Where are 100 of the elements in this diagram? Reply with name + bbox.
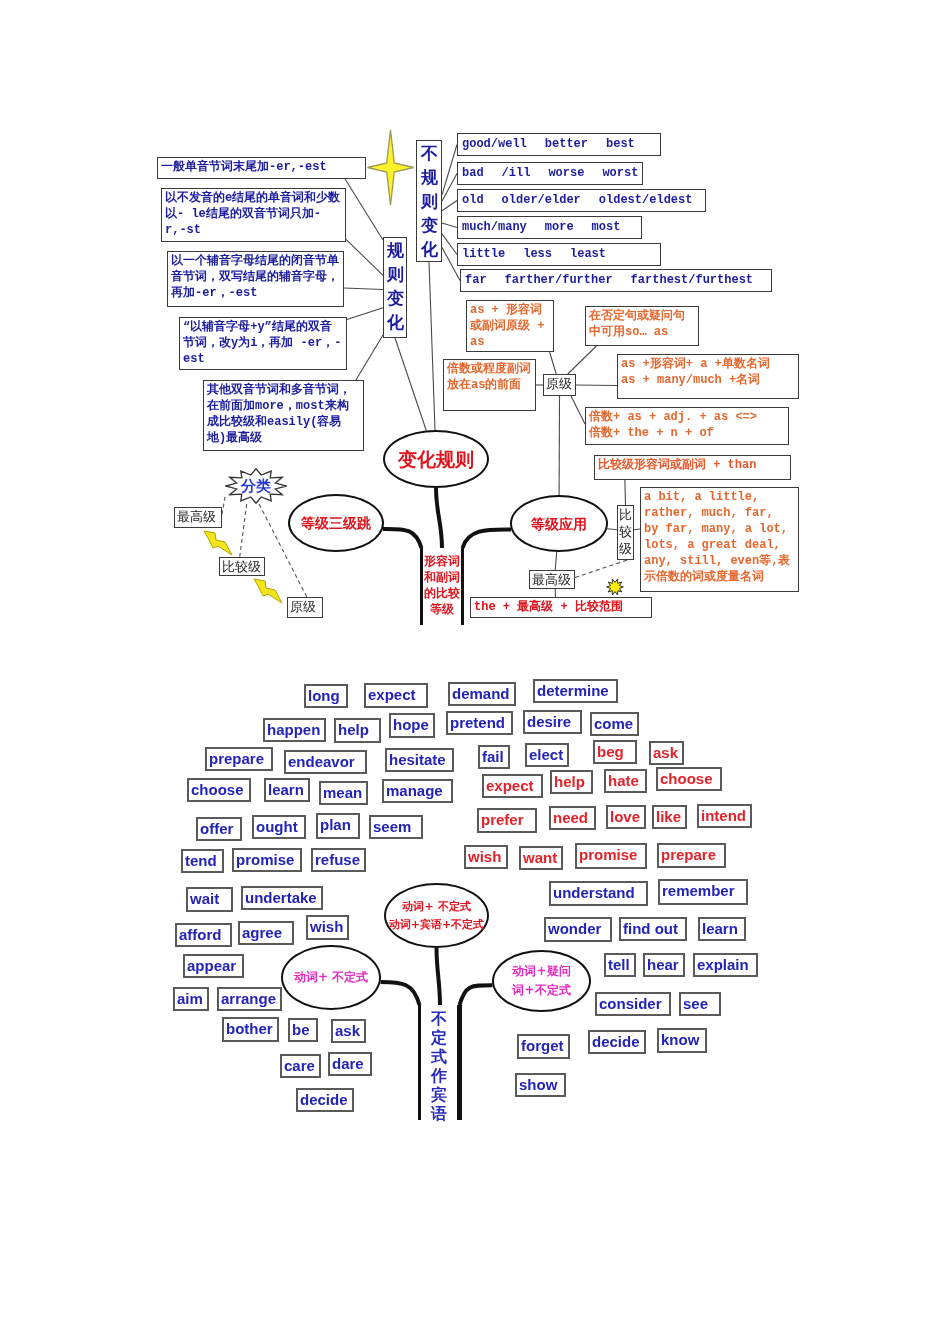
verb-box: want [519, 846, 564, 870]
topic-ellipse: 等级应用 [510, 495, 608, 552]
verb-box: offer [196, 817, 242, 841]
connector-line [441, 199, 458, 212]
verb-box: desire [523, 710, 582, 734]
tree-branch [460, 527, 512, 549]
usage-box [617, 354, 799, 399]
verb-box: understand [549, 881, 648, 906]
connector-line [355, 334, 384, 381]
verb-box: care [280, 1054, 321, 1078]
vertical-label-box: 规则变化 [383, 237, 407, 338]
verb-box: happen [263, 718, 327, 742]
connector-line [441, 172, 458, 202]
tree-trunk: 不定式作宾语 [418, 1005, 462, 1120]
verb-box: beg [593, 740, 637, 764]
vertical-label-box: 比较级 [617, 505, 634, 560]
verb-box: refuse [311, 848, 367, 872]
usage-box: 倍数或程度副词放在as的前面 [443, 359, 536, 411]
verb-box: tend [181, 849, 224, 873]
connector-line [575, 384, 618, 387]
usage-box: as + 形容词或副词原级 + as [466, 300, 554, 352]
connector-line [343, 287, 384, 291]
verb-box: prepare [205, 747, 273, 771]
connector-line [633, 528, 641, 531]
star-shape [367, 129, 414, 206]
burst-shape: 分类 [225, 468, 287, 504]
connector-line [558, 395, 561, 496]
verb-box: determine [533, 679, 618, 703]
formula-text: as +形容词+ a +单数名词 [621, 356, 771, 372]
verb-box: aim [173, 987, 209, 1011]
verb-box: afford [175, 923, 232, 947]
topic-ellipse: 等级三级跳 [288, 494, 384, 552]
formula-text: 倍数+ as + adj. + as <=> [589, 409, 759, 425]
verb-box: hope [389, 713, 435, 738]
verb-box: mean [319, 781, 369, 805]
connector-line [441, 233, 458, 256]
forms-box: much/many more most [457, 216, 642, 239]
connector-line [394, 337, 427, 432]
verb-box: pretend [446, 711, 513, 735]
verb-box: demand [448, 682, 516, 706]
verb-box: decide [296, 1088, 354, 1112]
verb-box: agree [238, 921, 294, 945]
verb-box: ask [331, 1019, 367, 1043]
vertical-label-box: 不规则变化 [416, 140, 442, 262]
connector-line [345, 238, 384, 276]
verb-box: expect [364, 683, 428, 708]
dashed-line [221, 496, 226, 515]
formula-text: 倍数+ the + n + of [589, 425, 715, 441]
forms-box: good/well better best [457, 133, 661, 156]
degree-box: 比较级 [219, 557, 265, 576]
verb-box: ought [252, 815, 306, 839]
connector-line [428, 261, 436, 431]
connector-line [549, 351, 557, 375]
connector-line [441, 222, 458, 229]
dashed-line [258, 503, 308, 598]
connector-line [624, 479, 627, 506]
verb-box: promise [575, 843, 647, 869]
degree-box: 最高级 [174, 507, 222, 528]
verb-box: come [590, 712, 640, 736]
verb-box: tell [604, 953, 636, 977]
connector-line [606, 528, 618, 531]
verb-box: like [652, 805, 688, 829]
dashed-line [239, 503, 248, 558]
verb-box: dare [328, 1052, 372, 1076]
verb-box: learn [264, 778, 310, 802]
verb-box: forget [517, 1034, 570, 1059]
verb-box: wait [186, 887, 233, 912]
verb-box: arrange [217, 987, 283, 1011]
ellipse-text: 动词+ 不定式 [402, 898, 471, 915]
verb-box: remember [658, 879, 748, 905]
tree-trunk: 形容词和副词的比较等级 [420, 548, 464, 625]
verb-box: appear [183, 954, 244, 978]
verb-box: intend [697, 804, 752, 828]
verb-box: see [679, 992, 721, 1016]
verb-box: know [657, 1028, 707, 1053]
verb-box: help [550, 770, 593, 794]
verb-box: fail [478, 745, 510, 769]
verb-box: manage [382, 779, 453, 803]
usage-box [585, 407, 789, 445]
connector-line [570, 395, 586, 425]
topic-ellipse: 变化规则 [383, 430, 489, 488]
usage-box: a bit, a little, rather, much, far, by far, many, a lot, lots, a great deal, any, still, even等,表示倍数的词或度量名词 [640, 487, 799, 592]
tree-branch [457, 983, 493, 1006]
verb-box: prepare [657, 843, 726, 868]
tree-branch [383, 527, 424, 549]
verb-box: promise [232, 848, 302, 872]
verb-box: plan [316, 813, 360, 839]
verb-box: seem [369, 815, 423, 839]
verb-box: choose [187, 778, 251, 802]
usage-box: 在否定句或疑问句中可用so… as [585, 306, 699, 346]
verb-box: ask [649, 741, 685, 765]
verb-box: prefer [477, 808, 537, 833]
verb-box: hate [604, 769, 647, 793]
verb-box: need [549, 806, 596, 830]
forms-box: little less least [457, 243, 661, 266]
verb-box: hesitate [385, 748, 454, 772]
forms-box: bad /ill worse worst [457, 162, 644, 185]
verb-box: explain [693, 953, 758, 977]
verb-box: wonder [544, 917, 612, 942]
verb-box: find out [619, 917, 687, 941]
